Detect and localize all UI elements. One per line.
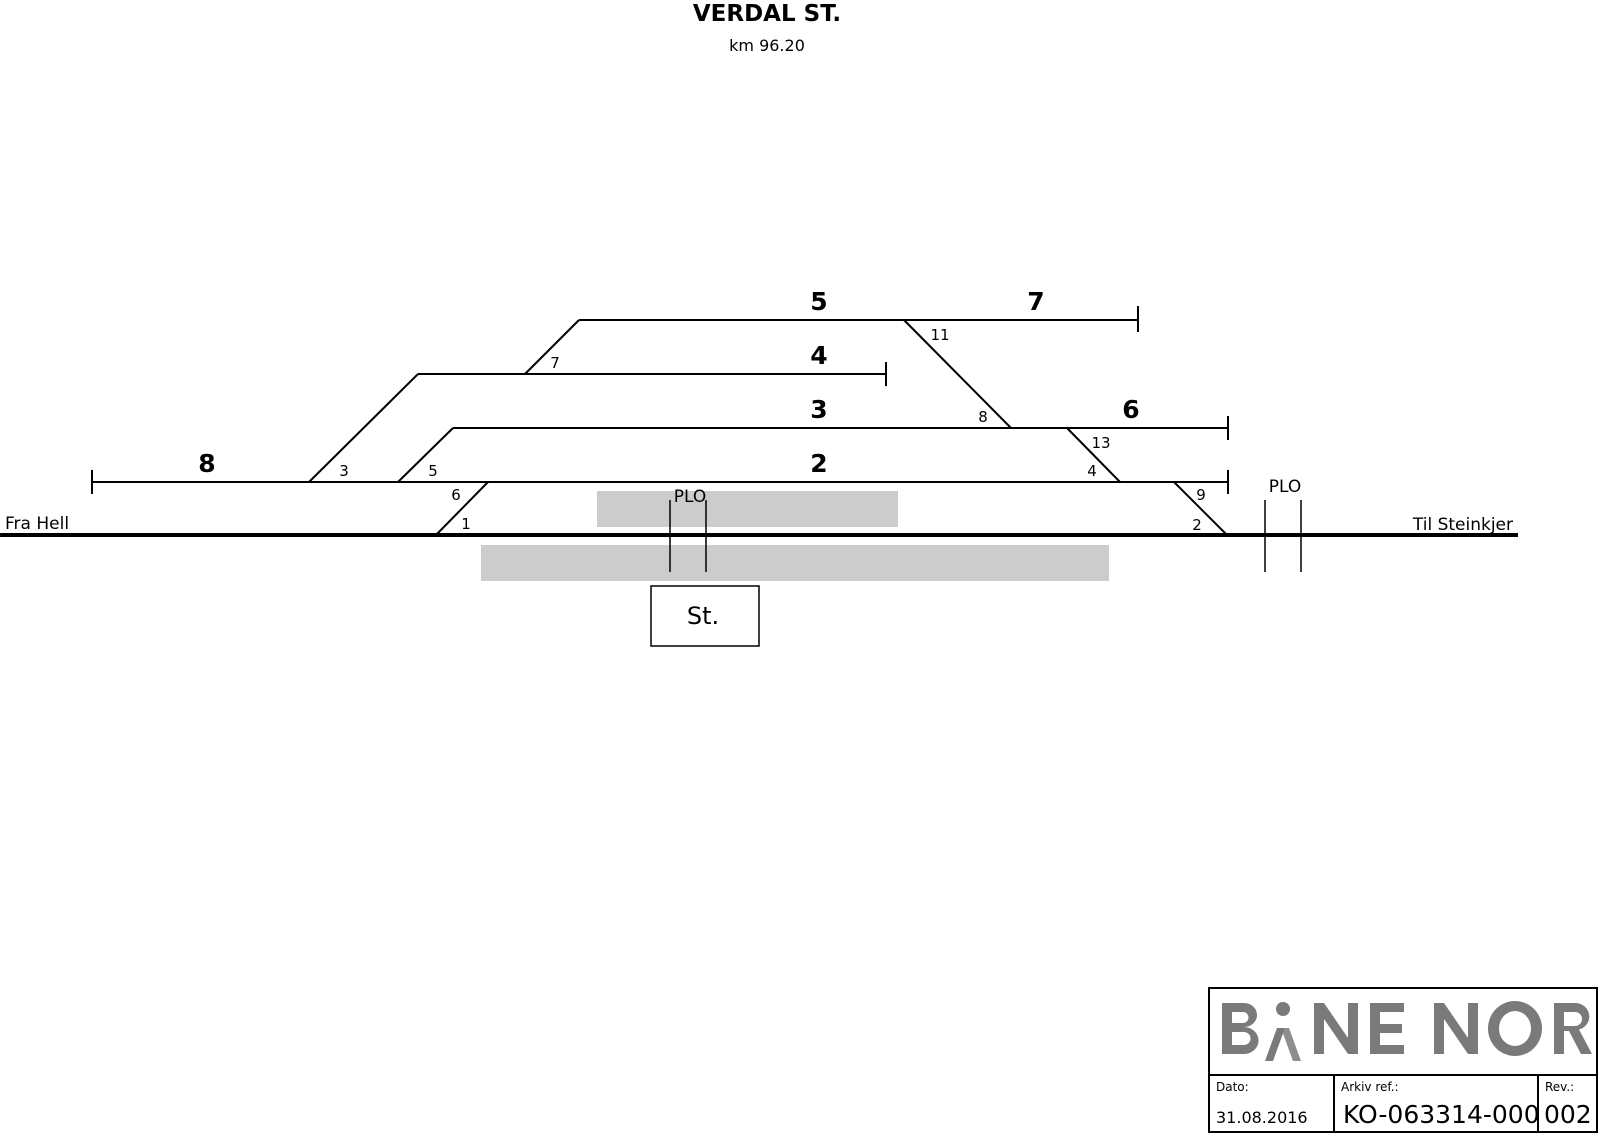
direction-left: Fra Hell xyxy=(5,514,69,534)
switch-label-1: 1 xyxy=(461,515,471,533)
crossover-9-2 xyxy=(1173,481,1228,536)
track-label-2: 2 xyxy=(810,449,827,478)
switch-label-4: 4 xyxy=(1087,462,1097,480)
revision-cell: Rev.: 002 xyxy=(1539,1076,1596,1133)
switch-label-7: 7 xyxy=(550,354,560,372)
switch-label-3: 3 xyxy=(339,462,349,480)
station-building xyxy=(650,585,760,647)
crossover-1-6 xyxy=(435,481,489,536)
bane-nor-logo-icon xyxy=(1222,1001,1592,1061)
crossover-7 xyxy=(524,319,580,375)
date-cell: Dato: 31.08.2016 xyxy=(1210,1076,1335,1133)
plo-label-right: PLO xyxy=(1269,477,1302,497)
platform-lower xyxy=(481,545,1109,581)
station-building-label: St. xyxy=(687,602,719,630)
platform-upper xyxy=(597,491,898,527)
switch-label-2: 2 xyxy=(1192,516,1202,534)
crossover-3 xyxy=(308,373,419,483)
plo-label-left: PLO xyxy=(674,487,707,507)
title-block: BANE NOR Dato: 31.08.2016 Arkiv ref.: KO… xyxy=(1208,987,1598,1133)
archive-cell: Arkiv ref.: KO-063314-000 xyxy=(1335,1076,1540,1133)
date-value: 31.08.2016 xyxy=(1216,1108,1308,1127)
bane-nor-logo: BANE NOR xyxy=(1210,989,1596,1076)
archive-value: KO-063314-000 xyxy=(1343,1100,1540,1129)
track-label-8: 8 xyxy=(198,449,215,478)
track-label-4: 4 xyxy=(810,341,827,370)
archive-label: Arkiv ref.: xyxy=(1341,1080,1399,1094)
track-label-3: 3 xyxy=(810,395,827,424)
switch-label-11: 11 xyxy=(930,326,949,344)
track-label-5: 5 xyxy=(810,287,827,316)
switch-label-5: 5 xyxy=(428,462,438,480)
km-marker: km 96.20 xyxy=(729,36,805,55)
track-label-6: 6 xyxy=(1122,395,1139,424)
switch-label-13: 13 xyxy=(1091,434,1110,452)
station-title: VERDAL ST. xyxy=(693,1,841,27)
switch-label-8: 8 xyxy=(978,408,988,426)
crossover-13-4 xyxy=(1066,427,1121,483)
logo-text: BANE NOR xyxy=(1596,989,1597,990)
direction-right: Til Steinkjer xyxy=(1412,515,1513,535)
crossover-5 xyxy=(397,427,454,483)
switch-label-6: 6 xyxy=(451,486,461,504)
crossover-11-8 xyxy=(903,319,1012,429)
revision-value: 002 xyxy=(1544,1100,1592,1129)
revision-label: Rev.: xyxy=(1545,1080,1575,1094)
track-label-7: 7 xyxy=(1027,287,1044,316)
date-label: Dato: xyxy=(1216,1080,1249,1094)
switch-label-9: 9 xyxy=(1196,486,1206,504)
